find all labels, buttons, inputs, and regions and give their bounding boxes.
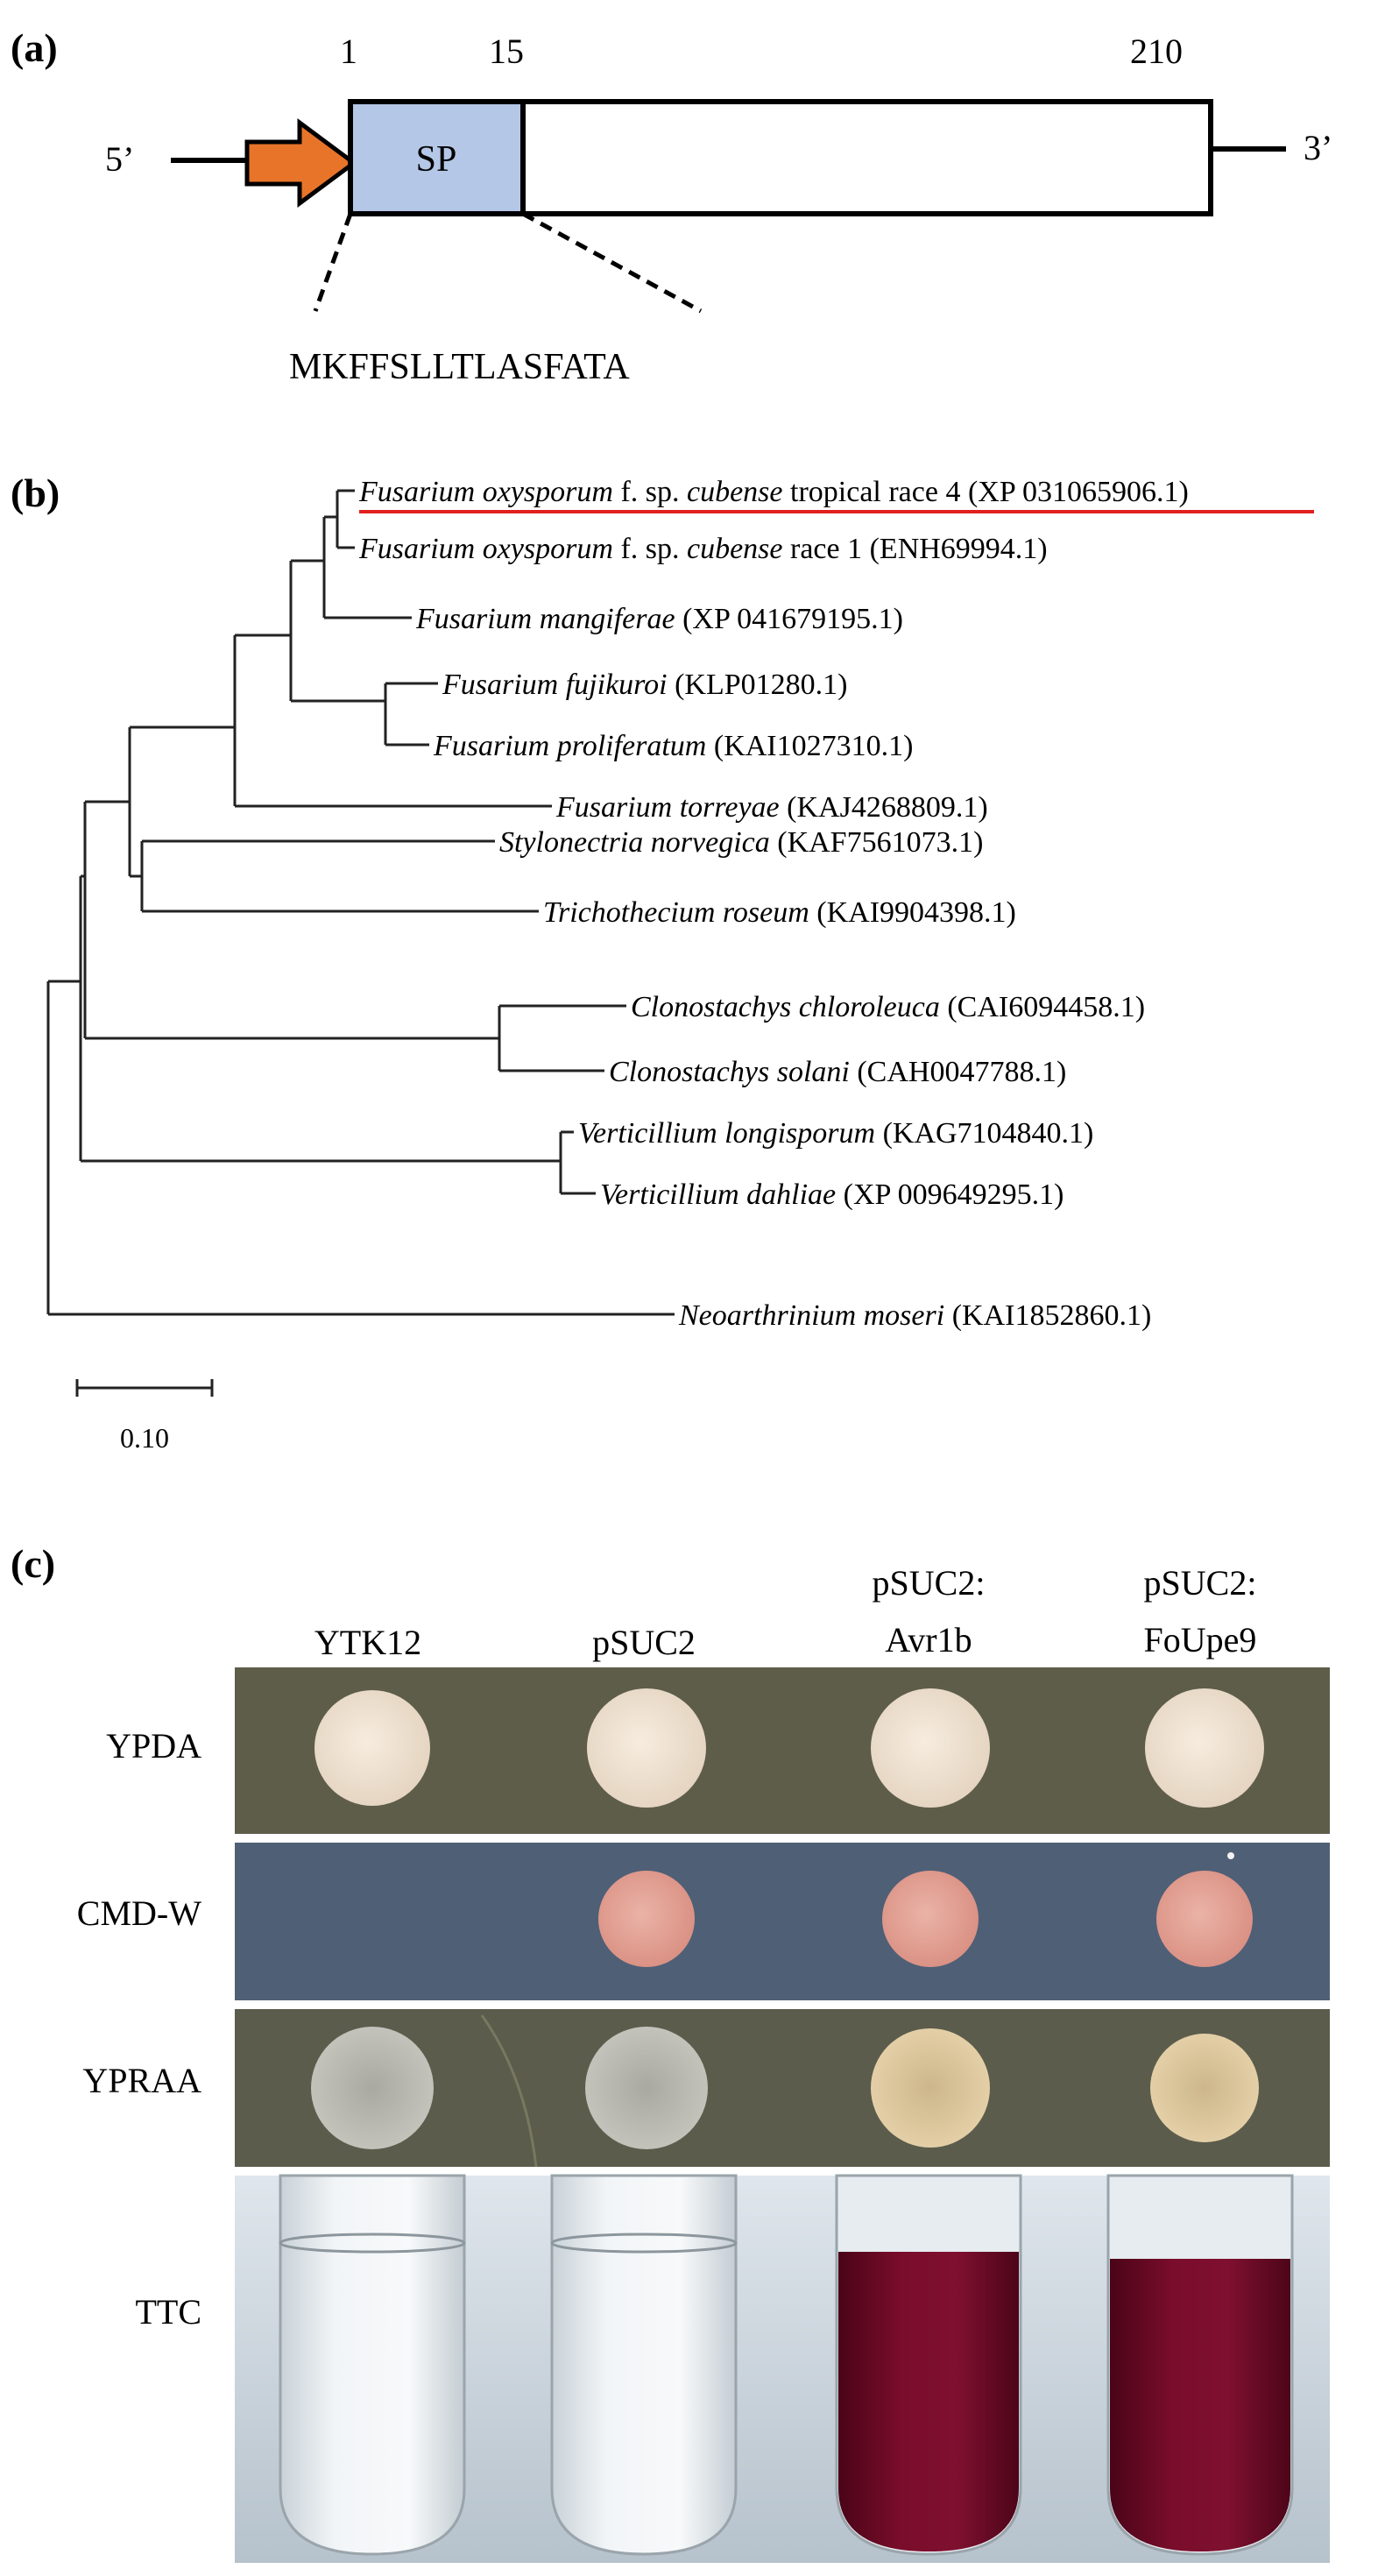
colony-ypda-ytk12 [314,1690,430,1806]
taxon-label: Fusarium oxysporum f. sp. cubense race 1… [358,533,1048,565]
zoom-dash-right [521,211,703,314]
panel-b-letter: (b) [11,471,60,515]
colony-ypda-avr1b [871,1688,990,1808]
three-prime-label: 3’ [1304,128,1332,167]
row-label-ttc: TTC [135,2292,201,2332]
panel-c-letter: (c) [11,1541,55,1586]
mature-protein-box [520,99,1213,216]
ttc-tube-psuc2 [550,2174,738,2556]
position-210-label: 210 [1130,32,1183,71]
taxon-label: Clonostachys solani (CAH0047788.1) [609,1056,1066,1088]
column-label-avr1b-line2: Avr1b [885,1620,972,1660]
colony-ypraa-ytk12 [311,2027,434,2149]
speck [1227,1852,1234,1859]
colony-cmdw-foupe9 [1156,1871,1253,1967]
taxon-label: Neoarthrinium moseri (KAI1852860.1) [678,1299,1151,1332]
meniscus [279,2233,466,2254]
promoter-arrow-icon [244,118,358,208]
ttc-red-liquid-avr1b [838,2252,1019,2551]
scale-bar-label: 0.10 [120,1422,169,1454]
meniscus [550,2233,738,2254]
position-15-label: 15 [489,32,524,71]
colony-ypraa-psuc2 [585,2027,708,2149]
colony-ypraa-foupe9 [1150,2034,1259,2142]
panel-a-letter: (a) [11,25,58,70]
cmd-w-plate [235,1843,1330,2000]
phylogenetic-tree [46,489,675,1316]
column-label-avr1b-line1: pSUC2: [873,1563,986,1603]
panel-c: (c) YTK12 pSUC2 pSUC2: Avr1b pSUC2: FoUp… [11,1541,1330,2563]
taxon-label: Verticillium dahliae (XP 009649295.1) [600,1178,1064,1211]
column-label-ytk12: YTK12 [314,1623,421,1662]
position-1-label: 1 [340,32,357,71]
taxon-label: Verticillium longisporum (KAG7104840.1) [578,1117,1093,1150]
column-label-foupe9-line2: FoUpe9 [1144,1620,1257,1660]
taxon-label: Fusarium mangiferae (XP 041679195.1) [415,603,903,635]
row-label-cmd-w: CMD-W [77,1893,201,1933]
signal-peptide-sequence: MKFFSLLTLASFATA [289,347,630,387]
taxon-label: Clonostachys chloroleuca (CAI6094458.1) [631,991,1145,1023]
ttc-red-liquid-foupe9 [1110,2259,1290,2551]
taxon-label: Fusarium oxysporum f. sp. cubense tropic… [358,476,1189,508]
taxon-label: Fusarium fujikuroi (KLP01280.1) [442,669,847,701]
column-label-psuc2: pSUC2 [592,1623,696,1662]
zoom-dash-left [313,213,353,312]
taxon-label: Fusarium torreyae (KAJ4268809.1) [555,791,988,824]
taxon-label: Stylonectria norvegica (KAF7561073.1) [499,826,983,859]
plate-scratch [480,2014,538,2168]
row-label-ypraa: YPRAA [82,2061,201,2100]
column-label-foupe9-line1: pSUC2: [1144,1563,1257,1603]
colony-cmdw-avr1b [882,1871,979,1967]
colony-ypda-psuc2 [587,1688,706,1808]
row-label-ypda: YPDA [106,1726,201,1766]
ttc-tube-ytk12 [279,2174,466,2556]
taxon-label: Trichothecium roseum (KAI9904398.1) [543,896,1016,929]
colony-ypraa-avr1b [871,2028,990,2148]
colony-cmdw-psuc2 [598,1871,695,1967]
five-prime-label: 5’ [105,139,134,179]
sp-box-label: SP [416,139,457,180]
panel-b: (b) [11,471,1314,1454]
taxon-label: Fusarium proliferatum (KAI1027310.1) [433,730,913,762]
panel-a: (a) 1 15 210 5’ 3’ SP MKFFSLLTLASFATA [11,25,1332,387]
colony-ypda-foupe9 [1145,1688,1264,1808]
